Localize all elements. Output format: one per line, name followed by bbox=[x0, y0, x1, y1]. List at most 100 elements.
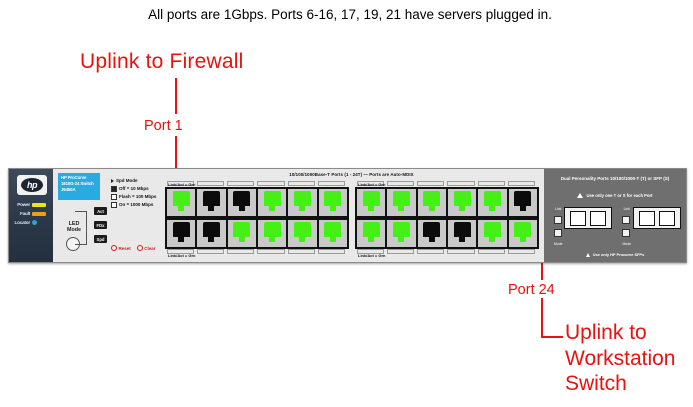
rj45-jack-icon bbox=[362, 191, 380, 211]
ethernet-port-19[interactable] bbox=[447, 189, 477, 216]
link-act-label-top-bank2: Link/Act = Grn bbox=[358, 181, 386, 187]
ethernet-port-9[interactable] bbox=[288, 189, 317, 216]
legend-text-on-1000: On = 1000 Mbps bbox=[119, 201, 154, 207]
port-led-indicator bbox=[166, 249, 194, 254]
legend-row-on-1000: On = 1000 Mbps bbox=[111, 201, 157, 209]
rj45-jack-icon bbox=[293, 191, 311, 211]
legend-text-off-10: Off = 10 Mbps bbox=[119, 185, 149, 191]
legend-marker-open-icon-1 bbox=[111, 193, 117, 200]
ethernet-port-14[interactable] bbox=[357, 220, 386, 247]
sfp-slot-1-cage-b bbox=[590, 210, 607, 226]
status-led-locator-label: Locator bbox=[14, 220, 31, 225]
link-act-label-bottom-bank1: Link/Act = Grn bbox=[168, 253, 196, 258]
ethernet-port-11[interactable] bbox=[318, 189, 347, 216]
ethernet-port-24[interactable] bbox=[508, 220, 537, 247]
port-column bbox=[447, 188, 477, 248]
control-panel: HP ProCurve 1810G-24 Switch J9450A LED M… bbox=[53, 169, 159, 262]
port-led-indicator bbox=[287, 181, 316, 186]
ethernet-port-21[interactable] bbox=[478, 189, 507, 216]
led-mode-title: LED Mode bbox=[66, 221, 82, 234]
port-led-indicator bbox=[417, 181, 445, 186]
ethernet-port-12[interactable] bbox=[318, 220, 347, 247]
port-area-header: 10/100/1000Base-T Ports (1 - 24T) — Port… bbox=[289, 172, 414, 177]
ethernet-port-6[interactable] bbox=[227, 220, 256, 247]
legend-row-spd-mode: Spd Mode bbox=[111, 177, 157, 185]
hp-logo-glyph: hp bbox=[21, 178, 43, 192]
rj45-jack-icon bbox=[392, 191, 410, 211]
leader-line-port24-lower bbox=[541, 298, 543, 338]
sfp-slot-2-cage-b bbox=[658, 210, 675, 226]
legend-row-flash-100: Flash = 100 Mbps bbox=[111, 193, 157, 201]
port-column bbox=[508, 188, 538, 248]
chassis-left-endcap: hp Power Fault Locator bbox=[9, 169, 53, 262]
ethernet-port-10[interactable] bbox=[288, 220, 317, 247]
rj45-jack-icon bbox=[483, 222, 501, 242]
port-column bbox=[227, 188, 257, 248]
ethernet-port-1[interactable] bbox=[167, 189, 196, 216]
ethernet-port-18[interactable] bbox=[417, 220, 446, 247]
sfp-slot-1-body[interactable] bbox=[564, 207, 613, 229]
rj45-jack-icon bbox=[392, 222, 410, 242]
ethernet-port-22[interactable] bbox=[478, 220, 507, 247]
ethernet-port-7[interactable] bbox=[257, 189, 287, 216]
port-led-indicator bbox=[196, 181, 225, 186]
port-column bbox=[318, 188, 348, 248]
ethernet-port-8[interactable] bbox=[257, 220, 287, 247]
rj45-jack-icon bbox=[233, 222, 251, 242]
led-mode-button-spd[interactable]: Spd bbox=[94, 235, 107, 243]
sfp-slot-group: Link Mode Link Mode bbox=[554, 207, 681, 246]
leader-line-port24-elbow bbox=[541, 336, 563, 338]
ethernet-port-16[interactable] bbox=[387, 220, 416, 247]
led-mode-button-act[interactable]: Act bbox=[94, 207, 107, 215]
port-led-indicator bbox=[386, 249, 415, 254]
reset-button-label: Reset bbox=[118, 245, 131, 251]
ethernet-port-15[interactable] bbox=[387, 189, 416, 216]
rj45-jack-icon bbox=[423, 222, 441, 242]
status-led-locator-indicator bbox=[32, 220, 37, 225]
hp-logo: hp bbox=[17, 175, 47, 195]
ethernet-port-13[interactable] bbox=[357, 189, 386, 216]
sfp-slot-1-mode-label: Mode bbox=[554, 242, 563, 246]
status-led-fault: Fault bbox=[13, 211, 46, 216]
clear-button-icon bbox=[136, 245, 143, 251]
sfp-slot-2-body[interactable] bbox=[632, 207, 681, 229]
ethernet-port-20[interactable] bbox=[447, 220, 477, 247]
ethernet-port-3[interactable] bbox=[197, 189, 226, 216]
rj45-jack-icon bbox=[172, 191, 190, 211]
ethernet-port-2[interactable] bbox=[167, 220, 196, 247]
sfp-footer-note: Use only HP Procurve SFPs bbox=[544, 252, 686, 257]
sfp-slot-2[interactable]: Link Mode bbox=[622, 207, 681, 246]
rj45-jack-icon bbox=[263, 191, 281, 211]
speed-mode-legend: Spd Mode Off = 10 Mbps Flash = 100 Mbps … bbox=[111, 177, 157, 209]
status-led-power-label: Power bbox=[17, 202, 30, 207]
warning-triangle-icon bbox=[577, 193, 584, 198]
sfp-slot-1[interactable]: Link Mode bbox=[554, 207, 613, 246]
ethernet-port-4[interactable] bbox=[197, 220, 226, 247]
ethernet-port-17[interactable] bbox=[417, 189, 446, 216]
port-led-indicator bbox=[508, 181, 536, 186]
port-led-indicator bbox=[417, 249, 445, 254]
port-column bbox=[287, 188, 317, 248]
clear-button[interactable]: Clear bbox=[136, 245, 156, 251]
annotation-uplink-workstation: Uplink to Workstation Switch bbox=[565, 321, 676, 396]
rj45-jack-icon bbox=[362, 222, 380, 242]
reset-button[interactable]: Reset bbox=[111, 245, 131, 251]
port-led-indicator bbox=[447, 249, 475, 254]
port-bank-2 bbox=[355, 187, 539, 249]
port-column bbox=[166, 188, 196, 248]
led-mode-button-fdx[interactable]: FDx bbox=[94, 221, 107, 229]
sfp-slot-1-cage-a bbox=[570, 210, 587, 226]
legend-marker-open-icon-2 bbox=[111, 201, 117, 208]
port-led-indicator bbox=[508, 249, 536, 254]
port-led-indicator bbox=[257, 249, 285, 254]
port-led-indicator bbox=[166, 181, 194, 186]
sfp-slot-1-leds: Link Mode bbox=[554, 207, 562, 246]
sfp-slot-1-link-led bbox=[554, 216, 562, 224]
status-led-fault-label: Fault bbox=[20, 211, 30, 216]
switch-chassis: hp Power Fault Locator HP ProCurve 1810G… bbox=[8, 168, 687, 263]
status-led-locator: Locator bbox=[13, 220, 37, 225]
ethernet-port-5[interactable] bbox=[227, 189, 256, 216]
ethernet-port-23[interactable] bbox=[508, 189, 537, 216]
legend-row-off-10: Off = 10 Mbps bbox=[111, 185, 157, 193]
sfp-slot-2-link-led bbox=[622, 216, 631, 224]
